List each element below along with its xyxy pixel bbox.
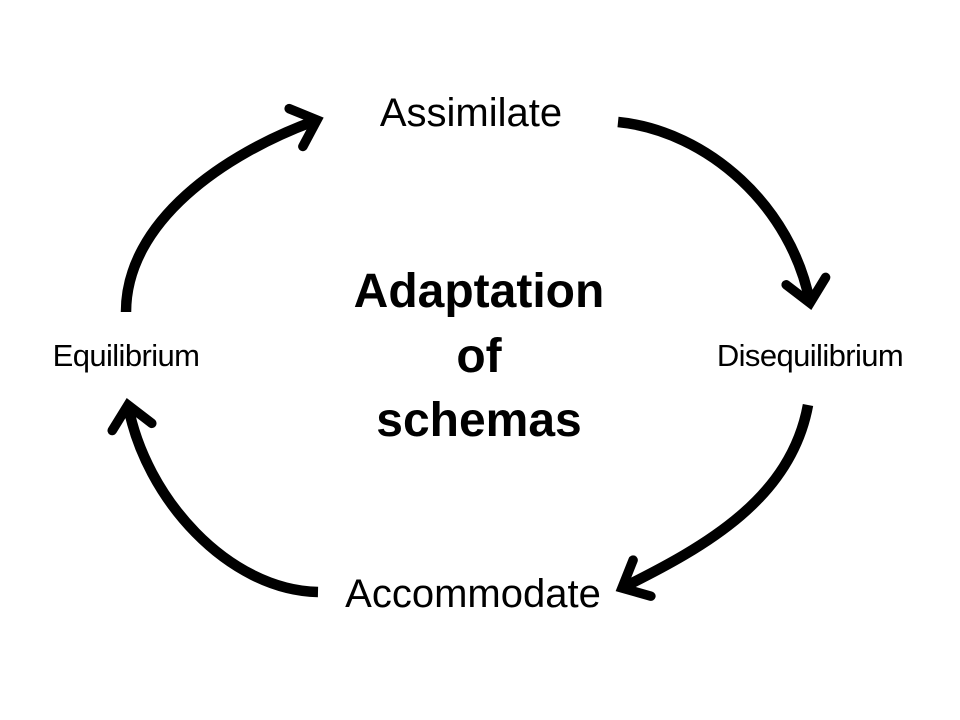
node-label-accommodate: Accommodate [345, 572, 601, 616]
arrow-disequilibrium-to-accommodate-icon [615, 404, 814, 601]
arrow-accommodate-to-equilibrium-icon [107, 398, 319, 598]
node-label-disequilibrium: Disequilibrium [716, 338, 904, 373]
arrow-equilibrium-to-assimilate-icon [120, 103, 324, 313]
node-label-assimilate: Assimilate [379, 91, 563, 135]
diagram-title: Adaptation of schemas [353, 265, 605, 447]
arrow-assimilate-to-disequilibrium-icon [617, 116, 831, 310]
node-label-equilibrium: Equilibrium [52, 338, 200, 373]
